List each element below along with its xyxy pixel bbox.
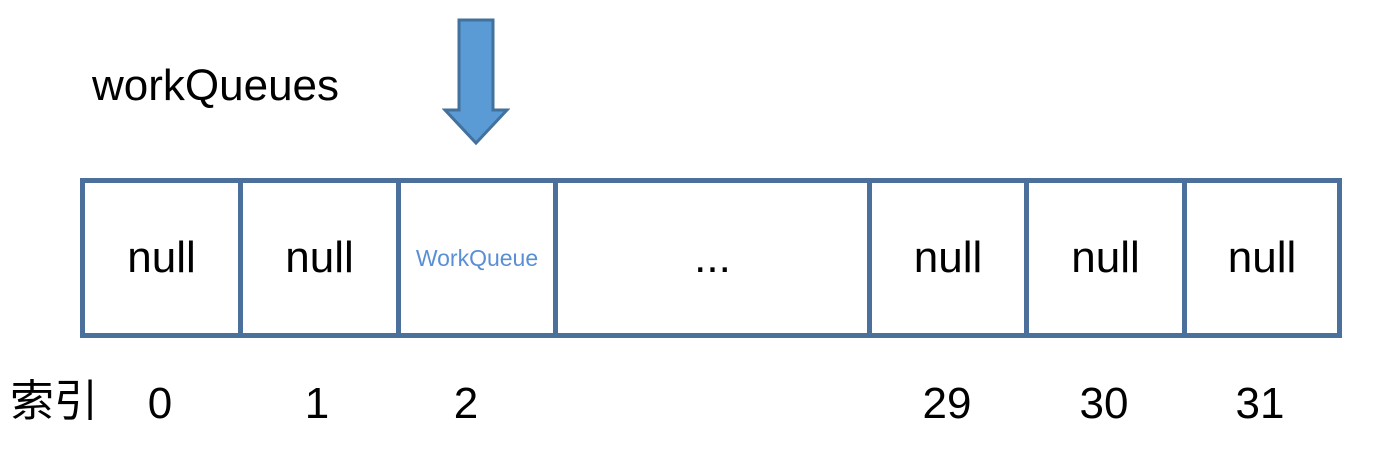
array-cell-0: null [80,178,238,338]
array-cell-29: null [867,178,1024,338]
array-cell-31: null [1182,178,1342,338]
array-cell-1: null [238,178,396,338]
index-label-0: 0 [147,379,173,428]
array-cell-ellipsis: ... [553,178,867,338]
index-label-2: 2 [453,379,479,428]
array-cell-2: WorkQueue [396,178,553,338]
array-cell-30: null [1024,178,1182,338]
index-label-31: 31 [1235,379,1285,428]
array-row: null null WorkQueue ... null null null [80,178,1342,338]
array-name-label: workQueues [92,61,340,110]
index-label-30: 30 [1079,379,1129,428]
pointer-arrow-shape [442,18,510,146]
pointer-arrow-icon [442,18,510,146]
index-label-29: 29 [922,379,972,428]
index-title-label: 索引 [10,376,98,427]
index-label-1: 1 [304,379,330,428]
